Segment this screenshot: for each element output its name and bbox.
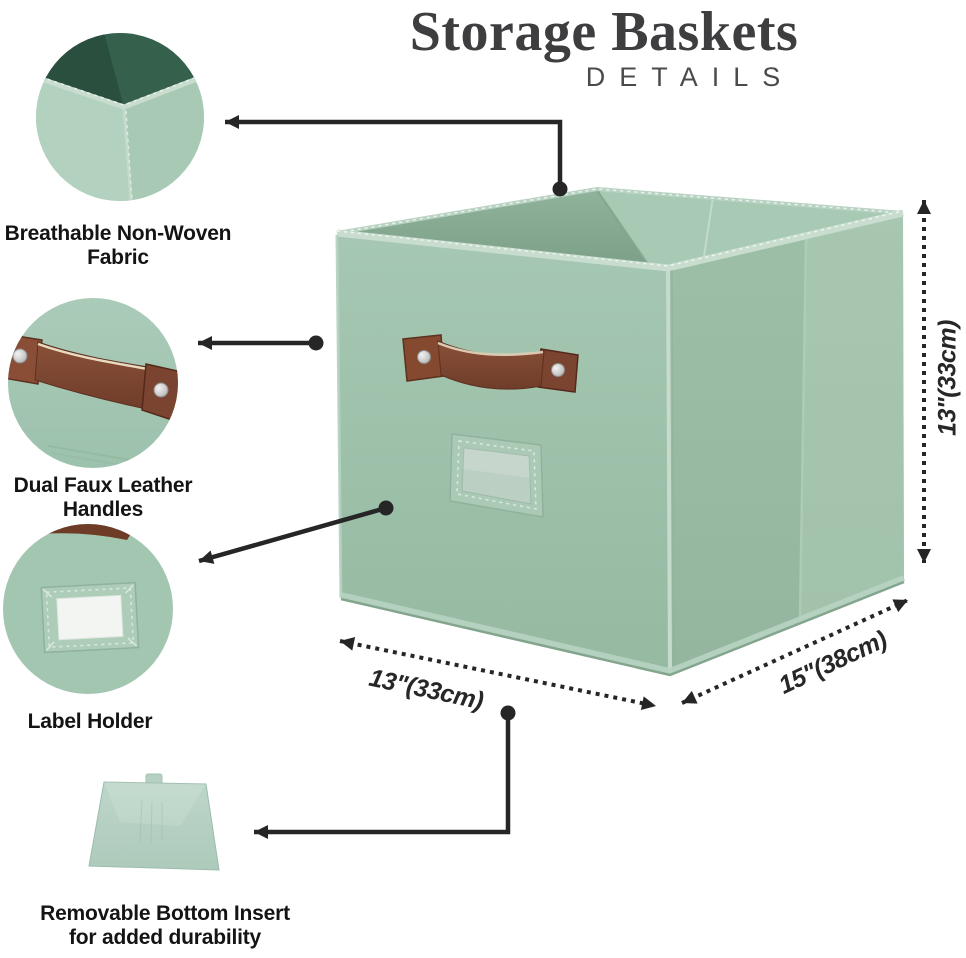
bottom-insert-label: Removable Bottom Insert for added durabi…	[40, 902, 290, 949]
detail-circle-label-holder	[3, 524, 173, 694]
detail-circle-handles	[8, 298, 178, 468]
box-handle	[402, 334, 579, 393]
page-subtitle: DETAILS	[585, 62, 795, 92]
connector-label-holder	[198, 505, 387, 564]
dimension-height-label: 13"(33cm)	[933, 320, 962, 436]
page-title: Storage Baskets	[409, 1, 799, 63]
connector-fabric	[225, 115, 563, 189]
handle-closeup	[8, 298, 178, 468]
rivet-left	[417, 350, 431, 364]
box-label-holder	[449, 433, 544, 518]
fabric-label: Breathable Non-Woven Fabric	[4, 222, 232, 269]
storage-box	[335, 186, 906, 677]
handles-label: Dual Faux Leather Handles	[13, 474, 193, 521]
box-right-face	[668, 213, 904, 674]
callout-connectors	[198, 115, 563, 839]
front-corner-edge	[666, 269, 672, 673]
dimension-lines	[339, 200, 931, 711]
detail-circle-fabric	[36, 33, 204, 201]
box-interior	[336, 186, 904, 268]
label-holder-closeup	[3, 524, 173, 694]
bottom-insert-board	[88, 773, 220, 871]
fabric-closeup	[36, 33, 204, 201]
side-seam	[798, 237, 808, 620]
rivet-right	[551, 363, 565, 377]
left-edge	[335, 234, 343, 599]
label-holder-label: Label Holder	[27, 710, 153, 733]
box-rim	[336, 209, 904, 272]
bottom-insert-image	[78, 766, 230, 878]
connector-bottom-insert	[254, 713, 511, 839]
